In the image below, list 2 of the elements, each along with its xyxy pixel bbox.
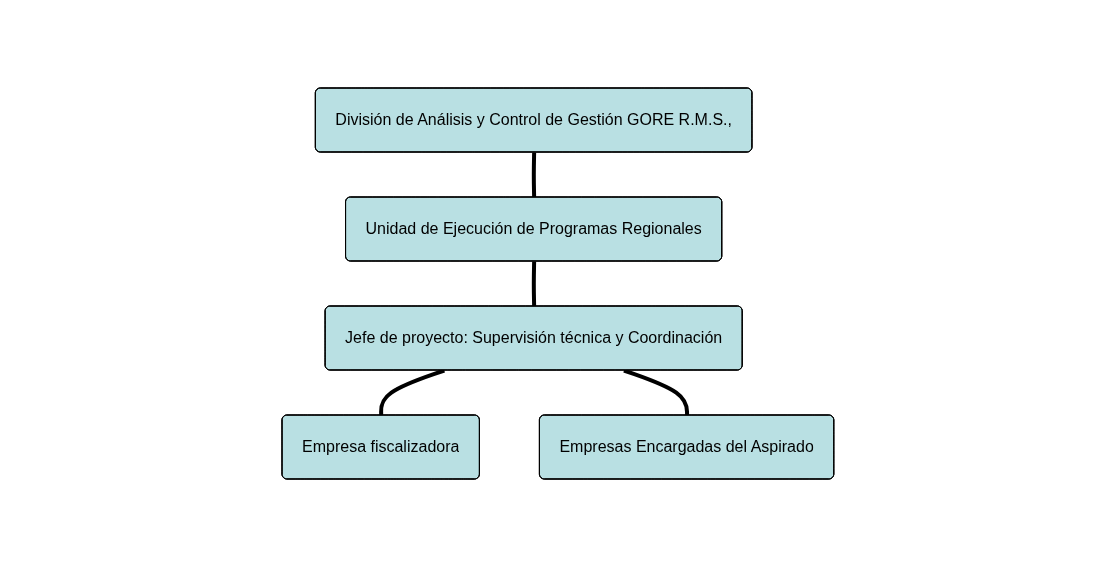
connector	[531, 152, 536, 198]
connector	[531, 261, 536, 307]
